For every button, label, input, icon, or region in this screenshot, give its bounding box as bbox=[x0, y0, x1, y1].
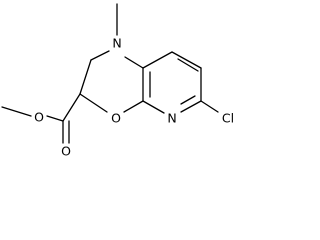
methyl-ester-group bbox=[1, 93, 81, 144]
bond-c6-n5 bbox=[180, 100, 202, 113]
structure-diagram: N O N Cl O O bbox=[1, 3, 234, 159]
atom-label-o-ester: O bbox=[34, 110, 44, 125]
atom-label-o-carbonyl: O bbox=[61, 144, 71, 159]
molecule-structure: N O N Cl O O bbox=[1, 3, 234, 159]
bond-c2-c3 bbox=[79, 59, 92, 95]
bond-c3-ccarbonyl bbox=[62, 93, 81, 122]
bond-c7-c7-inner bbox=[177, 58, 199, 72]
oxazine-ring bbox=[79, 50, 144, 113]
bond-c3-o4 bbox=[79, 93, 108, 113]
bond-n1-c2 bbox=[90, 50, 110, 61]
bond-ccarbonyl-oester bbox=[46, 115, 64, 122]
atom-label-n-methyl: N bbox=[112, 36, 121, 51]
bond-c8-c7 bbox=[171, 51, 202, 69]
atom-label-o-ring: O bbox=[111, 111, 121, 126]
bond-c6-cl bbox=[200, 100, 219, 113]
atom-label-n-pyridine: N bbox=[167, 111, 176, 126]
bond-n5-c4a bbox=[142, 100, 165, 114]
bond-o4-c4a bbox=[123, 100, 144, 113]
bond-c8a-c8 bbox=[142, 51, 173, 69]
bond-c8a-n1 bbox=[124, 56, 144, 69]
bond-c6-n5-inner bbox=[180, 95, 196, 105]
pyridine-ring bbox=[142, 51, 202, 114]
bond-oester-methyl bbox=[1, 106, 32, 117]
atom-label-chlorine: Cl bbox=[222, 111, 234, 126]
